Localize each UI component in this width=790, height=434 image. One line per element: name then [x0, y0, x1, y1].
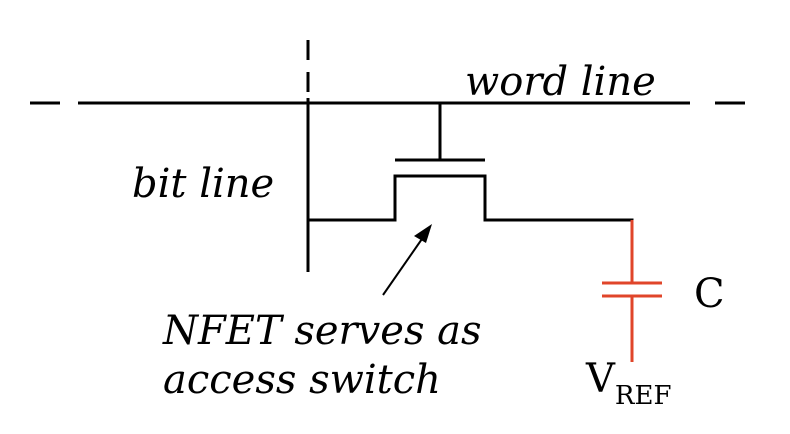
word-line-label: word line [465, 59, 656, 105]
annotation-arrow-shaft [382, 235, 425, 296]
annotation-line-1: NFET serves as [162, 308, 482, 354]
vref-main: V [585, 356, 616, 402]
annotation-arrowhead [414, 224, 432, 243]
capacitor-label: C [694, 271, 725, 317]
annotation-line-2: access switch [163, 357, 441, 403]
vref-label: VREF [585, 356, 672, 411]
vref-subscript: REF [615, 381, 672, 411]
bit-line-label: bit line [132, 161, 274, 207]
nfet-channel [308, 174, 634, 240]
